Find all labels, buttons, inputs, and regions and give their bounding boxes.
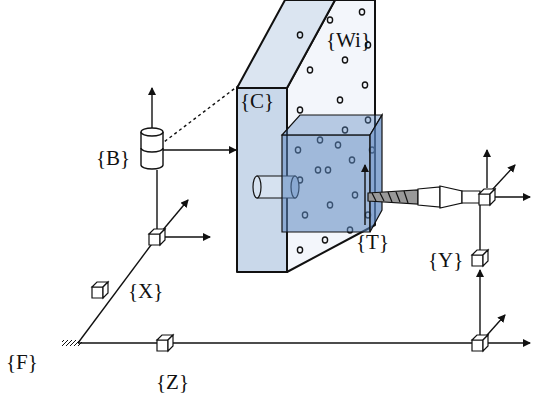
- plate-hole: [359, 9, 364, 15]
- frame-label: {C}: [240, 91, 274, 112]
- joint-cube: [92, 282, 108, 298]
- frame-label: {F}: [6, 352, 38, 373]
- plate-hole: [297, 247, 302, 253]
- plate-hole: [327, 17, 332, 23]
- plate-hole: [362, 82, 367, 88]
- plate-hole: [297, 32, 302, 38]
- frame-label: {X}: [128, 281, 163, 302]
- frame-label: {Z}: [156, 372, 189, 393]
- joint-cube: [479, 189, 495, 205]
- plate-hole: [337, 97, 342, 103]
- frame-label: {Y}: [428, 250, 463, 271]
- frame-label: {B}: [96, 148, 130, 169]
- plate-hole: [307, 67, 312, 73]
- joint-cube: [149, 229, 165, 245]
- joint-cube: [157, 335, 173, 351]
- plate-hole: [297, 107, 302, 113]
- joint-cube: [472, 250, 488, 266]
- frame-label: {T}: [356, 232, 389, 253]
- frame-label: {Wi}: [326, 30, 371, 51]
- plate-hole: [322, 237, 327, 243]
- plate-hole: [342, 57, 347, 63]
- joint-cube: [472, 335, 488, 351]
